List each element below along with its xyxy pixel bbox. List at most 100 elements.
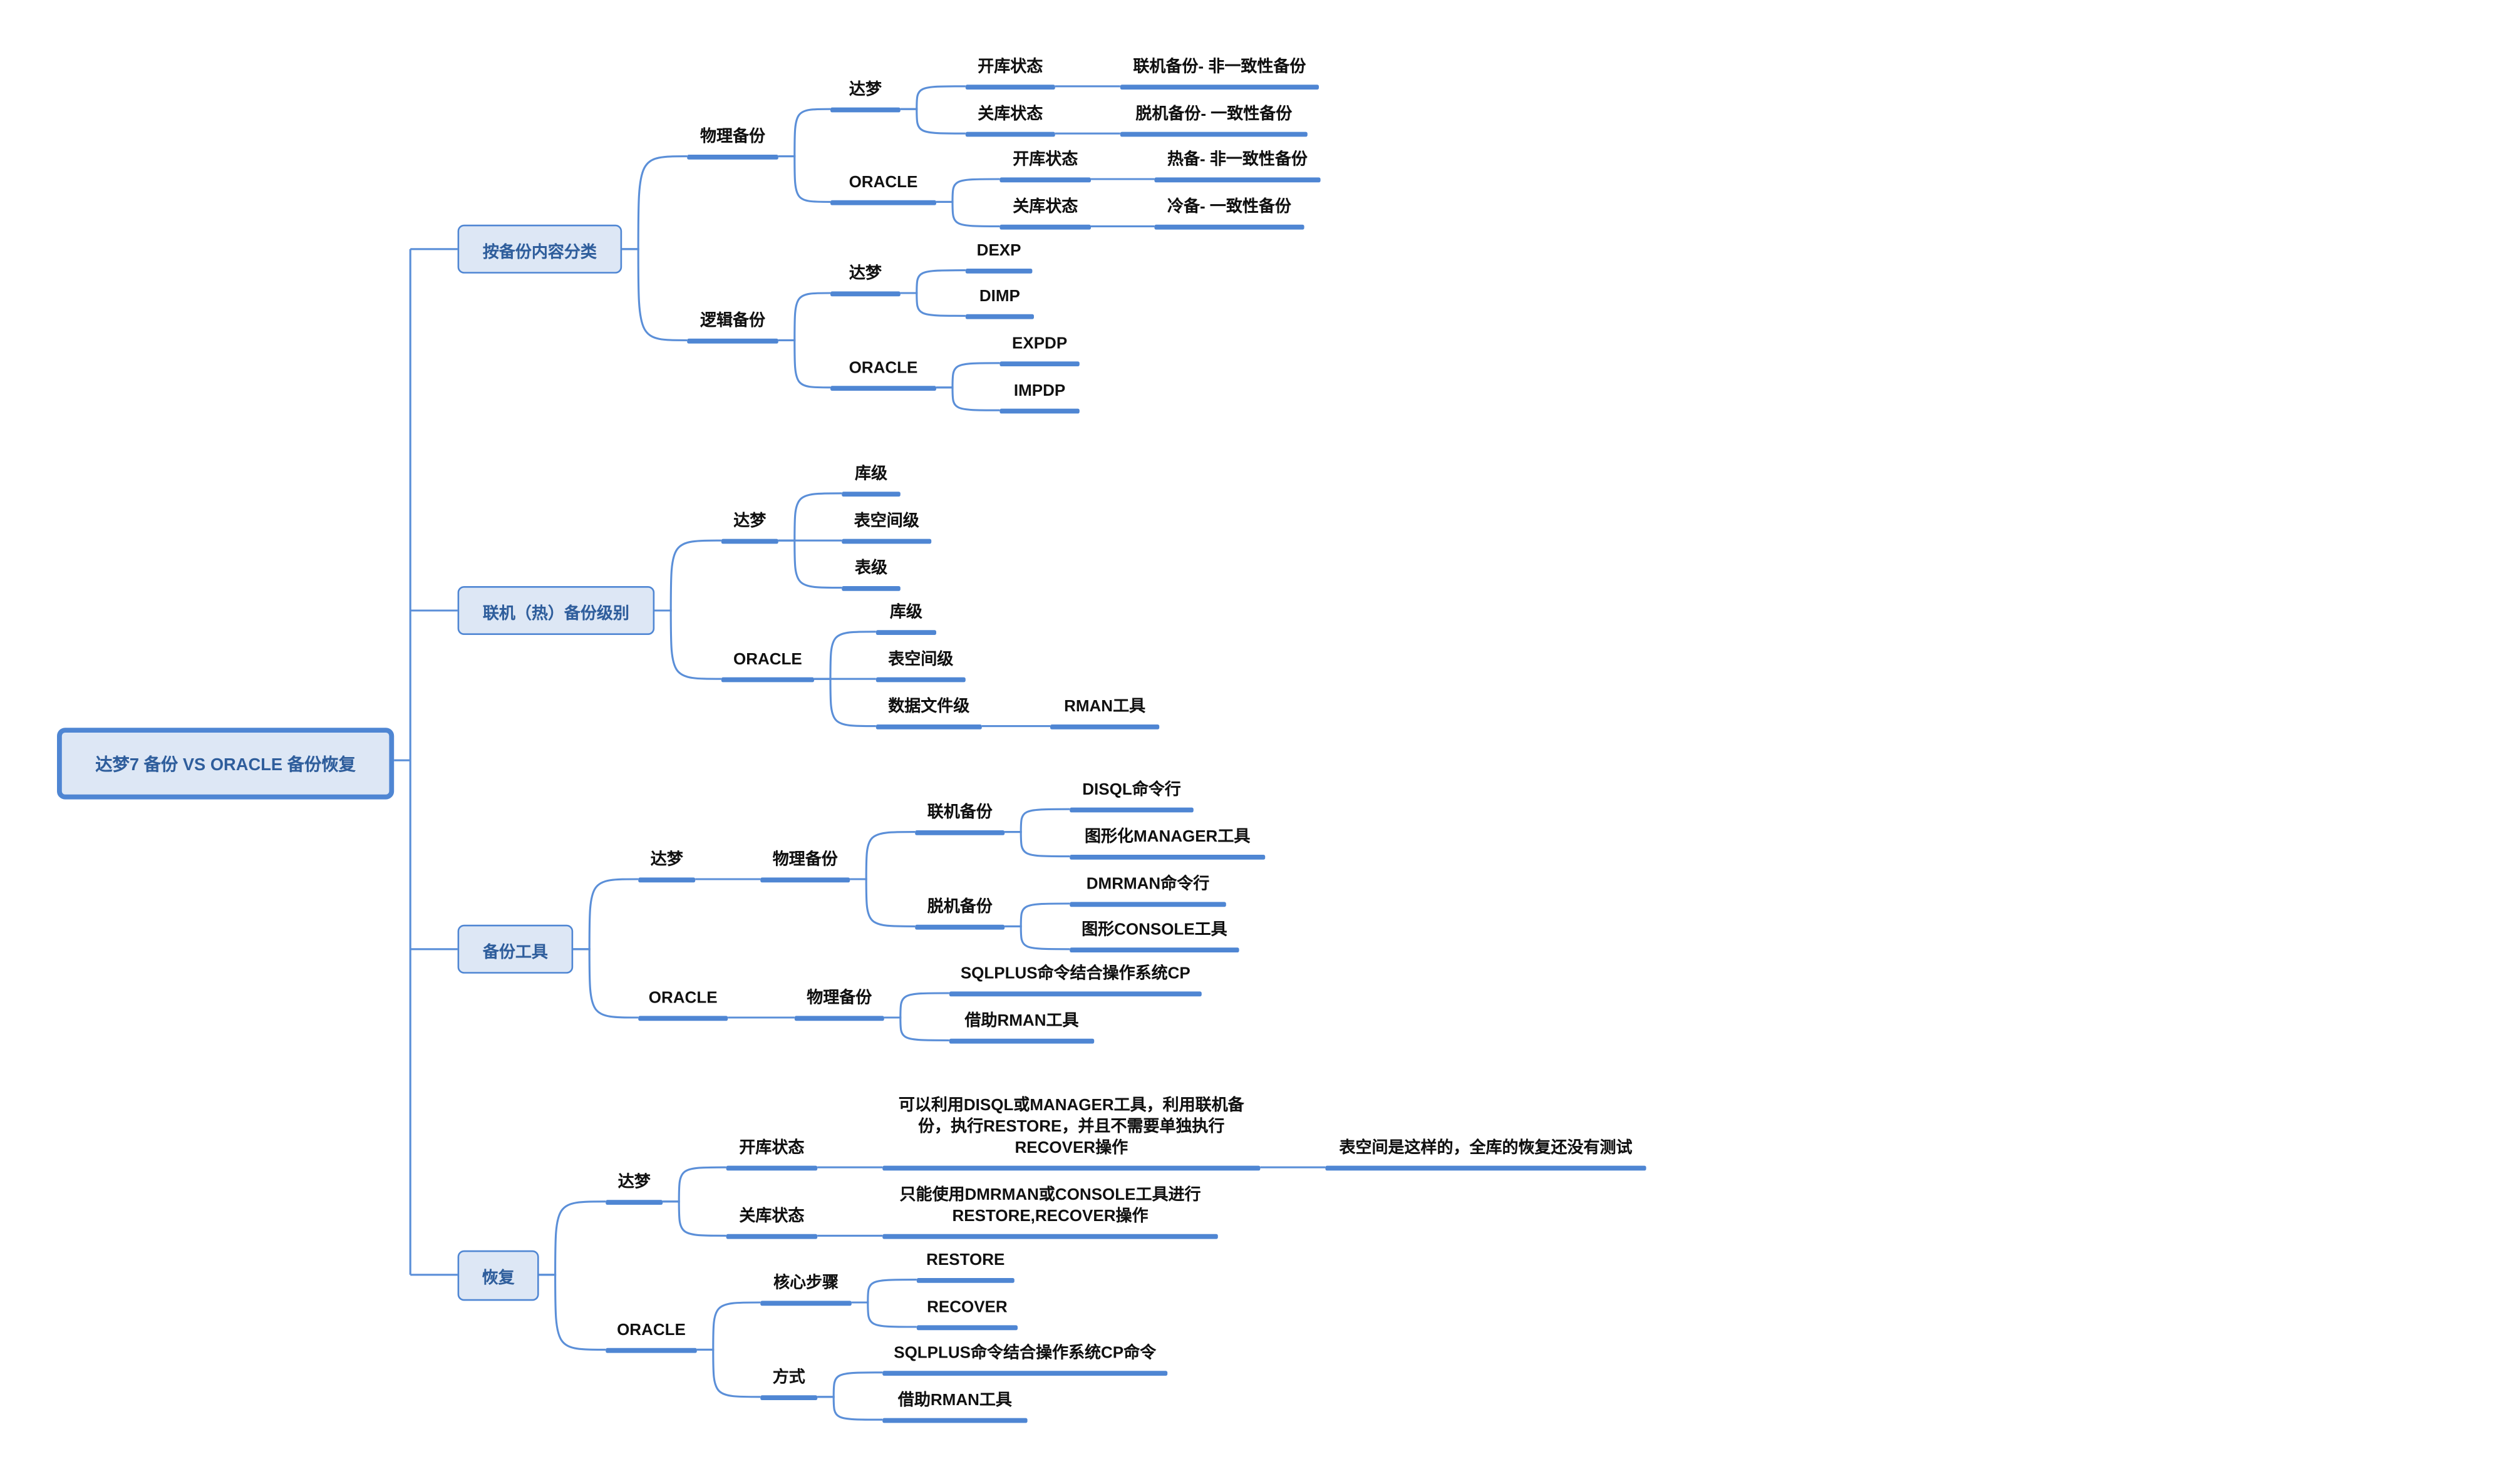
- topic-underline: [882, 1369, 1168, 1375]
- connector-cpo: [778, 155, 830, 203]
- topic-underline: [830, 106, 901, 112]
- connector-cl: [622, 248, 688, 341]
- topic-underline: [965, 131, 1055, 137]
- topic-label: 达梦: [733, 513, 767, 531]
- topic-underline: [882, 1417, 1028, 1423]
- topic-label: 图形CONSOLE工具: [1082, 921, 1227, 940]
- topic-label: RMAN工具: [1064, 698, 1146, 716]
- topic-label: 表空间级: [854, 513, 919, 531]
- topic-underline: [949, 1038, 1095, 1043]
- connector-cpd1: [900, 85, 966, 110]
- topic-underline: [1070, 853, 1266, 859]
- topic-label: 表级: [855, 560, 887, 578]
- topic-label: 开库状态: [739, 1139, 805, 1158]
- topic-label: 脱机备份: [927, 899, 993, 917]
- topic-label: 脱机备份- 一致性备份: [1135, 106, 1293, 124]
- topic-label: 物理备份: [700, 128, 765, 147]
- topic-label: 借助RMAN工具: [897, 1392, 1012, 1410]
- topic-recovery[interactable]: 恢复: [457, 1250, 539, 1301]
- topic-label: DEXP: [976, 242, 1021, 260]
- connector-rom2: [817, 1396, 883, 1421]
- topic-underline: [760, 877, 850, 882]
- topic-label: 借助RMAN工具: [964, 1013, 1079, 1031]
- topic-underline: [726, 1165, 818, 1170]
- topic-underline: [875, 676, 966, 682]
- topic-underline: [1325, 1165, 1646, 1170]
- topic-label: 开库状态: [978, 58, 1043, 77]
- topic-backup-tools[interactable]: 备份工具: [457, 924, 574, 974]
- topic-label: RESTORE: [926, 1252, 1005, 1270]
- connector-cpo2: [936, 200, 1000, 227]
- connector-lvd3: [778, 539, 842, 589]
- topic-underline: [965, 267, 1033, 273]
- topic-label: ORACLE: [733, 651, 802, 669]
- connector-rd: [539, 1200, 606, 1276]
- topic-underline: [638, 1015, 728, 1020]
- topic-underline: [606, 1199, 663, 1204]
- connector-cld2: [900, 292, 966, 317]
- connector-clo1: [936, 362, 1000, 389]
- topic-underline: [916, 1324, 1018, 1329]
- connector-lvd1: [778, 492, 842, 542]
- topic-underline: [1070, 807, 1194, 812]
- connector-cld: [778, 292, 830, 341]
- topic-label: 达梦: [617, 1173, 651, 1192]
- connector-lvo: [654, 609, 721, 680]
- topic-label: 达梦: [849, 81, 882, 100]
- connector-to: [573, 948, 639, 1019]
- topic-online-backup-levels[interactable]: 联机（热）备份级别: [457, 585, 655, 635]
- topic-label: 方式: [772, 1369, 805, 1388]
- connector-ro: [539, 1274, 606, 1351]
- topic-underline: [1070, 901, 1226, 906]
- topic-label: 热备- 非一致性备份: [1167, 151, 1308, 170]
- topic-underline: [687, 338, 778, 343]
- topic-underline: [915, 924, 1005, 929]
- topic-label: 关库状态: [1013, 198, 1078, 217]
- topic-underline: [721, 538, 778, 544]
- topic-underline: [638, 877, 696, 882]
- connector-rom1: [817, 1371, 883, 1398]
- topic-label: 物理备份: [772, 851, 838, 870]
- topic-underline: [916, 1277, 1015, 1282]
- connector-tdf: [850, 878, 916, 927]
- topic-label: SQLPLUS命令结合操作系统CP命令: [894, 1344, 1157, 1363]
- topic-label: 逻辑备份: [700, 312, 765, 331]
- topic-content-classification[interactable]: 按备份内容分类: [457, 224, 622, 274]
- connector-cpo1: [936, 178, 1000, 203]
- root-topic[interactable]: 达梦7 备份 VS ORACLE 备份恢复: [57, 728, 395, 800]
- topic-underline: [875, 723, 982, 729]
- topic-label: 表空间是这样的，全库的恢复还没有测试: [1339, 1139, 1633, 1158]
- topic-label: 数据文件级: [888, 698, 970, 716]
- connector-top1: [884, 992, 949, 1019]
- topic-label: 只能使用DMRMAN或CONSOLE工具进行 RESTORE,RECOVER操作: [899, 1187, 1201, 1226]
- topic-underline: [965, 83, 1055, 89]
- topic-underline: [999, 177, 1091, 182]
- topic-label: ORACLE: [617, 1322, 686, 1340]
- topic-underline: [915, 829, 1005, 835]
- topic-underline: [726, 1233, 818, 1239]
- topic-label: ORACLE: [648, 989, 718, 1008]
- topic-underline: [606, 1347, 697, 1353]
- topic-label: 达梦: [650, 851, 683, 870]
- topic-label: EXPDP: [1012, 335, 1068, 354]
- topic-label: DISQL命令行: [1082, 781, 1181, 800]
- topic-underline: [1154, 224, 1304, 229]
- topic-underline: [882, 1233, 1218, 1239]
- topic-underline: [842, 490, 901, 496]
- topic-label: 图形化MANAGER工具: [1085, 828, 1251, 847]
- topic-underline: [1070, 946, 1239, 952]
- connector-cld1: [900, 269, 966, 294]
- connector-tdf2: [1004, 925, 1070, 951]
- topic-underline: [830, 384, 936, 390]
- topic-label: 可以利用DISQL或MANAGER工具，利用联机备 份，执行RESTORE，并且…: [898, 1097, 1244, 1158]
- topic-underline: [999, 360, 1080, 366]
- topic-underline: [760, 1300, 852, 1305]
- connector-top2: [884, 1016, 949, 1041]
- connector-tdo1: [1004, 808, 1070, 833]
- topic-label: 表空间级: [888, 651, 954, 669]
- connector-rd2: [663, 1200, 726, 1237]
- topic-underline: [842, 538, 932, 544]
- topic-underline: [965, 313, 1034, 319]
